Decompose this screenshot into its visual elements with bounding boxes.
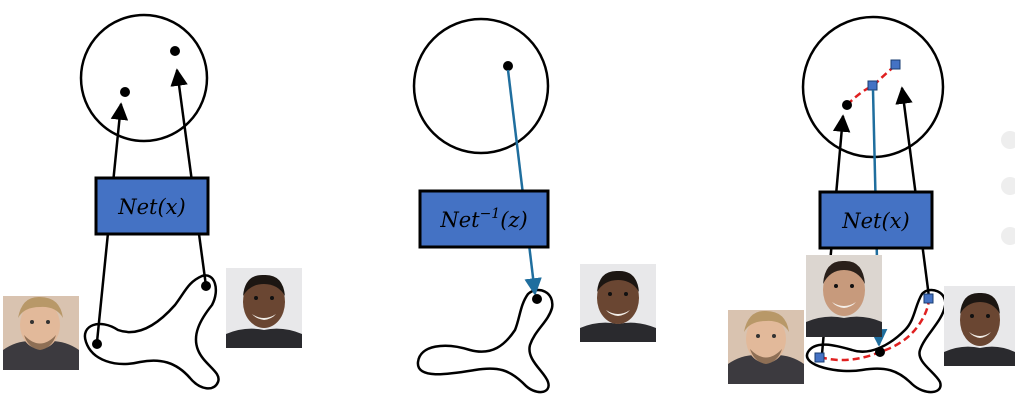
latent-point (120, 87, 130, 97)
face-dark-hair-man-icon (806, 255, 882, 337)
latent-square-marker (890, 59, 901, 70)
data-interpolation-path (819, 298, 931, 362)
face-smiling-man-icon (944, 286, 1015, 366)
net-box (818, 190, 934, 250)
data-point (92, 339, 102, 349)
face-blond-man-icon (728, 310, 804, 384)
net-inverse-box-label: Net−1(z) (439, 206, 527, 232)
latent-interpolation-path (846, 64, 897, 106)
net-inverse-box (418, 189, 550, 249)
latent-space-circle (79, 13, 209, 143)
panel-interpolate: Net(x) (728, 15, 1015, 394)
data-manifold-curve (416, 288, 554, 394)
panel-decode: Net−1(z) (412, 17, 656, 394)
latent-point (170, 46, 180, 56)
latent-space-circle (801, 15, 945, 159)
face-smiling-man-icon (580, 264, 656, 342)
latent-point (842, 100, 852, 110)
panel-encode: Net(x) (3, 13, 302, 390)
data-square-marker (923, 293, 934, 304)
data-manifold-curve (83, 274, 220, 390)
net-box (94, 176, 210, 236)
data-square-marker (814, 352, 825, 363)
decorative-dot (1001, 177, 1015, 195)
decode-arrow (506, 69, 542, 296)
decorative-dot (1001, 227, 1015, 245)
data-point (875, 347, 885, 357)
net-box-label: Net(x) (841, 209, 909, 233)
latent-space-circle (412, 17, 550, 155)
data-point (201, 281, 211, 291)
net-box-label: Net(x) (117, 195, 185, 219)
latent-square-marker (867, 80, 878, 91)
data-point (532, 294, 542, 304)
decorative-dot (1001, 131, 1015, 149)
face-blond-man-icon (3, 296, 79, 370)
latent-point (503, 61, 513, 71)
face-smiling-man-icon (226, 268, 302, 348)
